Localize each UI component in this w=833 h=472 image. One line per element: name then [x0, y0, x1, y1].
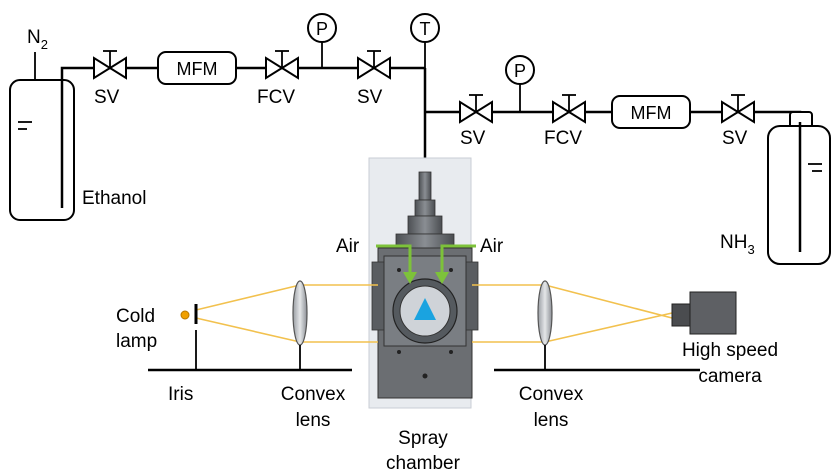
- high-speed-camera: High speed camera: [671, 291, 778, 387]
- ethanol-mfm-label: MFM: [177, 59, 218, 79]
- ethanol-sv2-label: SV: [357, 87, 383, 108]
- n2-label: N2: [27, 27, 48, 52]
- camera-body-icon: [689, 291, 737, 335]
- convex-lens-left-label-2: lens: [296, 410, 331, 431]
- ethanol-mfm: MFM: [157, 51, 237, 85]
- iris: Iris: [168, 304, 198, 405]
- ammonia-fcv: FCV: [544, 94, 586, 149]
- lamp-icon: [180, 310, 190, 320]
- temperature-gauge: T: [410, 13, 440, 68]
- spray-chamber-label-2: chamber: [386, 453, 461, 472]
- ethanol-pressure-label: P: [316, 19, 328, 39]
- ammonia-pressure-label: P: [514, 61, 526, 81]
- ethanol-pipe: [60, 66, 425, 70]
- spray-chamber-label-1: Spray: [398, 428, 448, 449]
- iris-label: Iris: [168, 384, 193, 405]
- air-right-label: Air: [480, 236, 504, 257]
- ammonia-sv2: SV: [721, 94, 755, 149]
- ethanol-fcv: FCV: [257, 50, 299, 108]
- ethanol-tank: Ethanol: [9, 70, 146, 221]
- ammonia-fcv-label: FCV: [544, 128, 582, 149]
- cold-lamp-label-1: Cold: [116, 306, 155, 327]
- ethanol-sv1-label: SV: [94, 87, 120, 108]
- ethanol-tank-body: [9, 79, 75, 221]
- ammonia-mfm-label: MFM: [631, 103, 672, 123]
- air-left-label: Air: [336, 236, 360, 257]
- camera-label-1: High speed: [682, 340, 778, 361]
- ammonia-mfm: MFM: [611, 95, 691, 129]
- convex-lens-left-label-1: Convex: [281, 384, 346, 405]
- spray-chamber: [368, 157, 479, 409]
- ethanol-fcv-label: FCV: [257, 87, 295, 108]
- cold-lamp-label-2: lamp: [116, 331, 157, 352]
- cold-lamp: Cold lamp: [116, 306, 190, 352]
- camera-label-2: camera: [698, 366, 762, 387]
- ammonia-pressure-gauge: P: [505, 55, 535, 112]
- ethanol-pressure-gauge: P: [307, 13, 337, 68]
- ethanol-sv2: SV: [357, 50, 391, 108]
- spray-cone: [414, 298, 436, 320]
- light-beams: [195, 284, 673, 343]
- ammonia-sv2-label: SV: [722, 128, 748, 149]
- ammonia-tank-label: NH3: [720, 232, 755, 257]
- ammonia-tank: NH3: [720, 111, 831, 265]
- air-inlet-right: Air: [435, 236, 504, 284]
- air-inlet-left: Air: [336, 236, 417, 284]
- ammonia-sv1-label: SV: [460, 128, 486, 149]
- convex-lens-left: Convex lens: [281, 280, 346, 431]
- temperature-label: T: [420, 19, 431, 39]
- convex-lens-right: Convex lens: [519, 280, 584, 431]
- ethanol-sv1: SV: [93, 50, 127, 108]
- ammonia-sv1: SV: [459, 94, 493, 149]
- ethanol-tank-label: Ethanol: [82, 188, 146, 209]
- convex-lens-right-label-2: lens: [534, 410, 569, 431]
- convex-lens-right-label-1: Convex: [519, 384, 584, 405]
